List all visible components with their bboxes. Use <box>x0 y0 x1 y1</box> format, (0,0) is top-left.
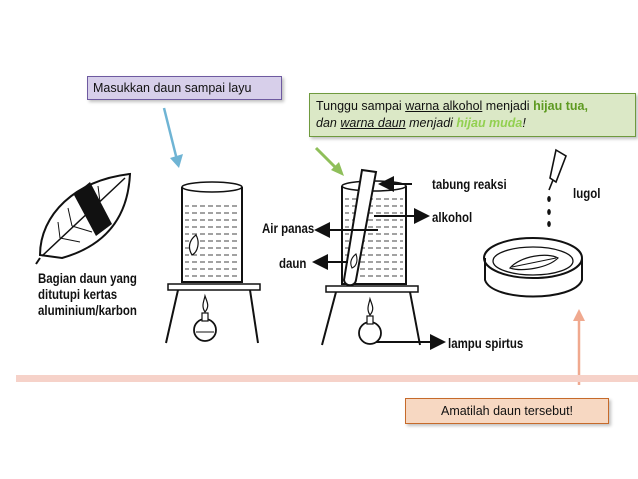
callout-line-2: dan warna daun menjadi hijau muda! <box>316 115 635 132</box>
callout-text: Amatilah daun tersebut! <box>440 404 574 418</box>
label-lampu-spirtus: lampu spirtus <box>448 335 524 351</box>
callout-lightgreen-text: hijau muda <box>456 116 523 130</box>
callout-tunggu-sampai: Tunggu sampai warna alkohol menjadi hija… <box>309 93 636 137</box>
leaf-icon <box>35 172 132 265</box>
label-lugol: lugol <box>573 185 601 201</box>
label-air-panas: Air panas <box>262 220 315 236</box>
callout-green-text: hijau tua, <box>533 99 588 113</box>
spirit-lamp-icon <box>358 296 382 345</box>
spirit-lamp-icon <box>193 293 217 342</box>
label-alkohol: alkohol <box>432 209 473 225</box>
callout-masukkan-daun: Masukkan daun sampai layu <box>87 76 282 100</box>
dropper-icon <box>547 148 567 227</box>
callout-underlined-text: warna daun <box>340 116 406 130</box>
label-daun: daun <box>279 255 307 271</box>
callout-text: Tunggu sampai <box>316 99 406 113</box>
callout-underlined-text: warna alkohol <box>405 99 483 113</box>
callout-text: menjadi <box>405 116 457 130</box>
petri-dish-icon <box>483 237 583 298</box>
divider-bar <box>16 375 638 382</box>
callout-text: ! <box>522 116 526 130</box>
leaf-caption-line-1: Bagian daun yang <box>38 270 137 286</box>
callout-arrow-green <box>314 146 340 172</box>
callout-line-1: Tunggu sampai warna alkohol menjadi hija… <box>316 98 635 115</box>
callout-text: Masukkan daun sampai layu <box>93 81 252 95</box>
leaf-caption-line-3: aluminium/karbon <box>38 302 137 318</box>
label-tabung-reaksi: tabung reaksi <box>432 176 507 192</box>
test-tube-icon <box>342 168 378 287</box>
callout-arrow-blue <box>162 107 179 161</box>
leaf-caption-line-2: ditutupi kertas <box>38 286 118 302</box>
callout-text: dan <box>316 116 341 130</box>
callout-amatilah-daun: Amatilah daun tersebut! <box>405 398 609 424</box>
beaker-icon <box>165 181 261 344</box>
callout-text: menjadi <box>482 99 534 113</box>
